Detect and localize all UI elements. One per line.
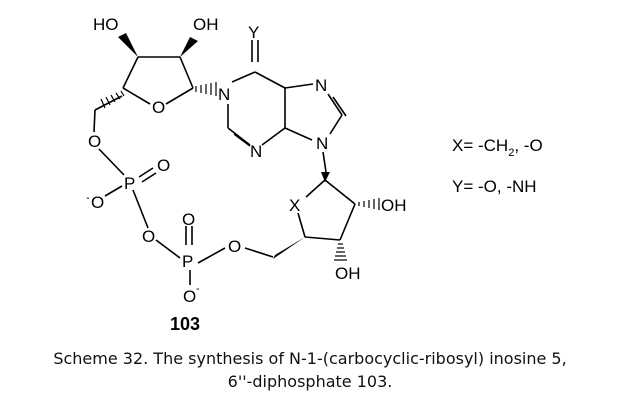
- atom-oh-lower-1: OH: [381, 196, 407, 215]
- atom-n7: N: [315, 76, 327, 95]
- atom-bridge-o: O: [142, 227, 155, 246]
- purine-bonds: [227, 40, 347, 173]
- atom-p2: P: [182, 252, 193, 271]
- phosphate-bonds: [98, 148, 274, 285]
- hashed-bond-c4: [100, 90, 125, 109]
- atom-o-minus-1: O: [91, 193, 104, 212]
- legend-x-prefix: X= -CH: [452, 136, 509, 155]
- atom-o-minus-2: O: [183, 287, 196, 306]
- atom-n1: N: [218, 85, 230, 104]
- atom-o-5: O: [88, 132, 101, 151]
- atom-y: Y: [248, 23, 259, 42]
- atom-o-6: O: [228, 237, 241, 256]
- atom-o-ribose-ring: O: [152, 98, 165, 117]
- legend-y-definition: Y= -O, -NH: [452, 177, 537, 196]
- atom-n3: N: [250, 142, 262, 161]
- wedge-bond-oh: [180, 37, 198, 57]
- atom-p1: P: [124, 174, 135, 193]
- legend-x-definition: X= -CH2, -O: [452, 136, 543, 159]
- caption-line-2: 6''-diphosphate 103.: [227, 372, 393, 391]
- atom-oh-top: OH: [193, 15, 219, 34]
- wedge-bond-ho: [118, 33, 138, 57]
- ribose-ring-bonds: [93, 56, 194, 133]
- wedge-bond-base: [321, 172, 330, 182]
- charge-minus-2: -: [196, 283, 200, 295]
- atom-ho-top: HO: [93, 15, 119, 34]
- carbocycle-bonds: [297, 179, 356, 241]
- atom-oh-lower-2: OH: [335, 264, 361, 283]
- hashed-bond-oh-lower-1: [358, 198, 380, 210]
- compound-number: 103: [170, 314, 200, 334]
- hashed-bond-c1: [195, 82, 217, 96]
- hashed-bond-oh-lower-2: [334, 243, 347, 261]
- atom-n9: N: [316, 134, 328, 153]
- legend-x-subscript: 2: [508, 147, 515, 159]
- legend-x-suffix: , -O: [514, 136, 543, 155]
- caption-line-1: Scheme 32. The synthesis of N-1-(carbocy…: [53, 349, 567, 368]
- atom-p2-double-o: O: [182, 210, 195, 229]
- atom-x: X: [289, 196, 300, 215]
- atom-p1-double-o: O: [157, 156, 170, 175]
- charge-minus-1: -: [86, 192, 90, 204]
- wedge-bond-ch2: [273, 237, 305, 259]
